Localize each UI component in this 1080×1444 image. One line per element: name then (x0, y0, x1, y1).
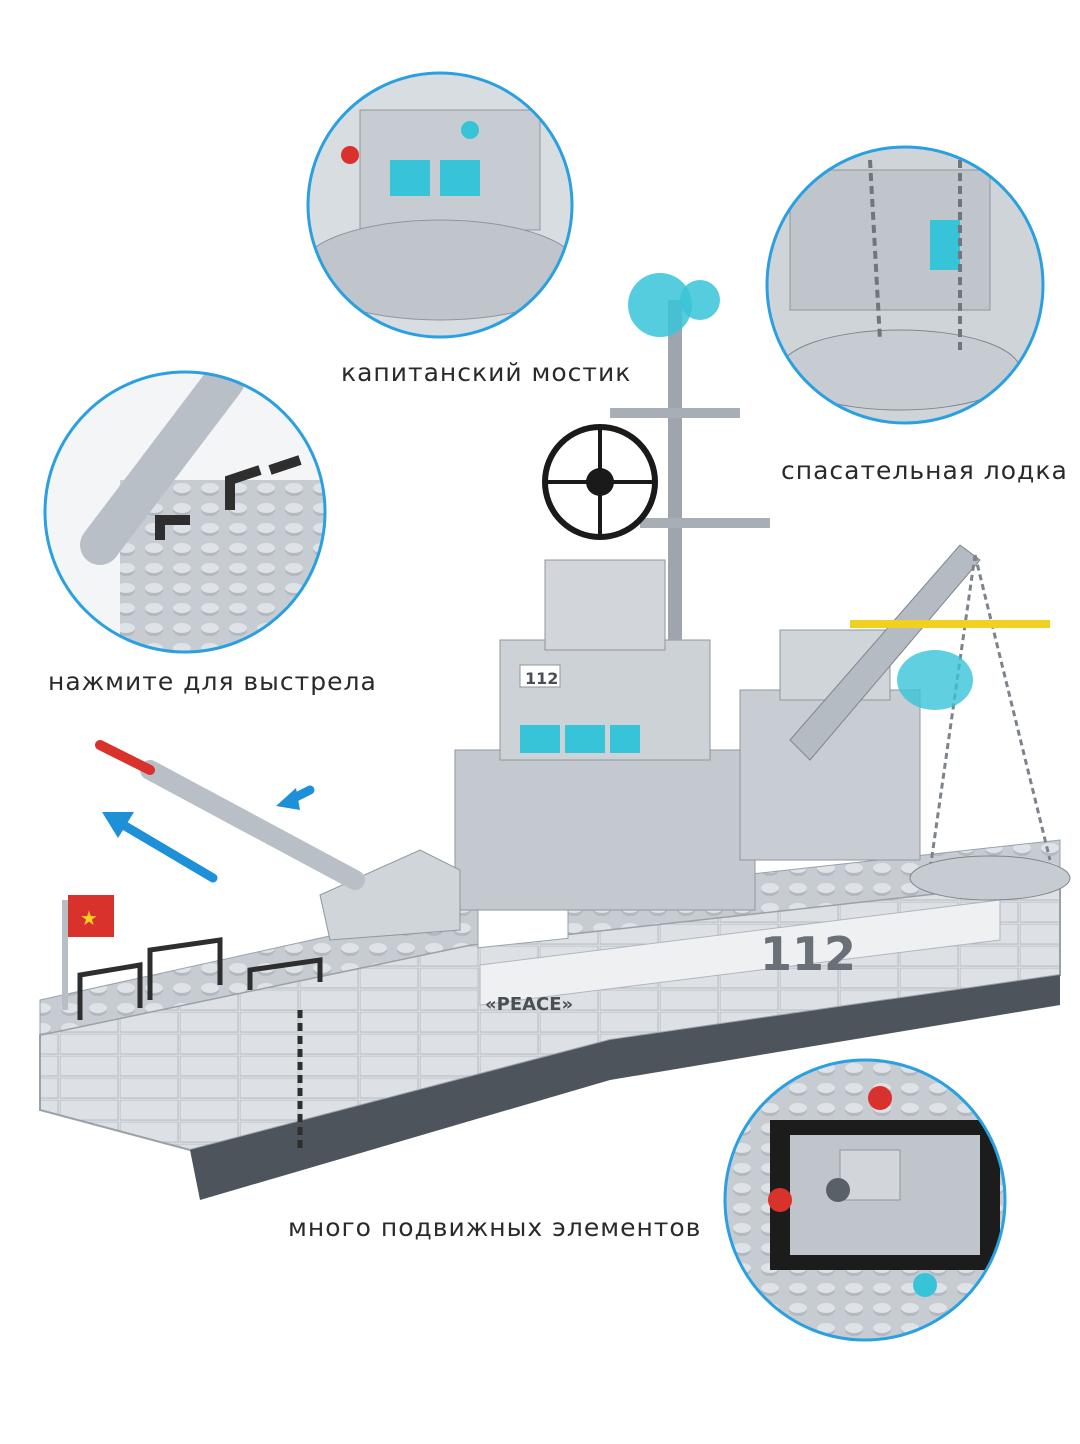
callout-lifeboat: спасательная лодка (781, 456, 1068, 485)
fire-direction-arrows (102, 785, 315, 883)
zoom-circle-bridge (306, 71, 574, 339)
arrow-right-icon (276, 788, 300, 810)
ship-hull (39, 839, 1061, 1200)
callout-fire: нажмите для выстрела (48, 667, 377, 696)
zoom-circle-moving-parts (723, 1058, 1007, 1342)
callout-moving-parts: много подвижных элементов (288, 1213, 702, 1242)
flag: ★ (62, 895, 114, 1010)
star-icon: ★ (80, 906, 98, 930)
name-plate: «PEACE» (485, 994, 573, 1015)
callout-bridge: капитанский мостик (341, 358, 632, 387)
deck-railings (77, 937, 323, 1150)
zoom-circle-cannon (43, 370, 327, 654)
bridge-number: 112 (525, 669, 558, 688)
zoom-circle-lifeboat (765, 145, 1045, 425)
superstructure (454, 559, 921, 911)
mast (542, 273, 770, 640)
arrow-left-icon (102, 812, 134, 838)
hull-number: 112 (760, 927, 856, 981)
main-gun (95, 740, 461, 941)
crane (789, 544, 1071, 901)
